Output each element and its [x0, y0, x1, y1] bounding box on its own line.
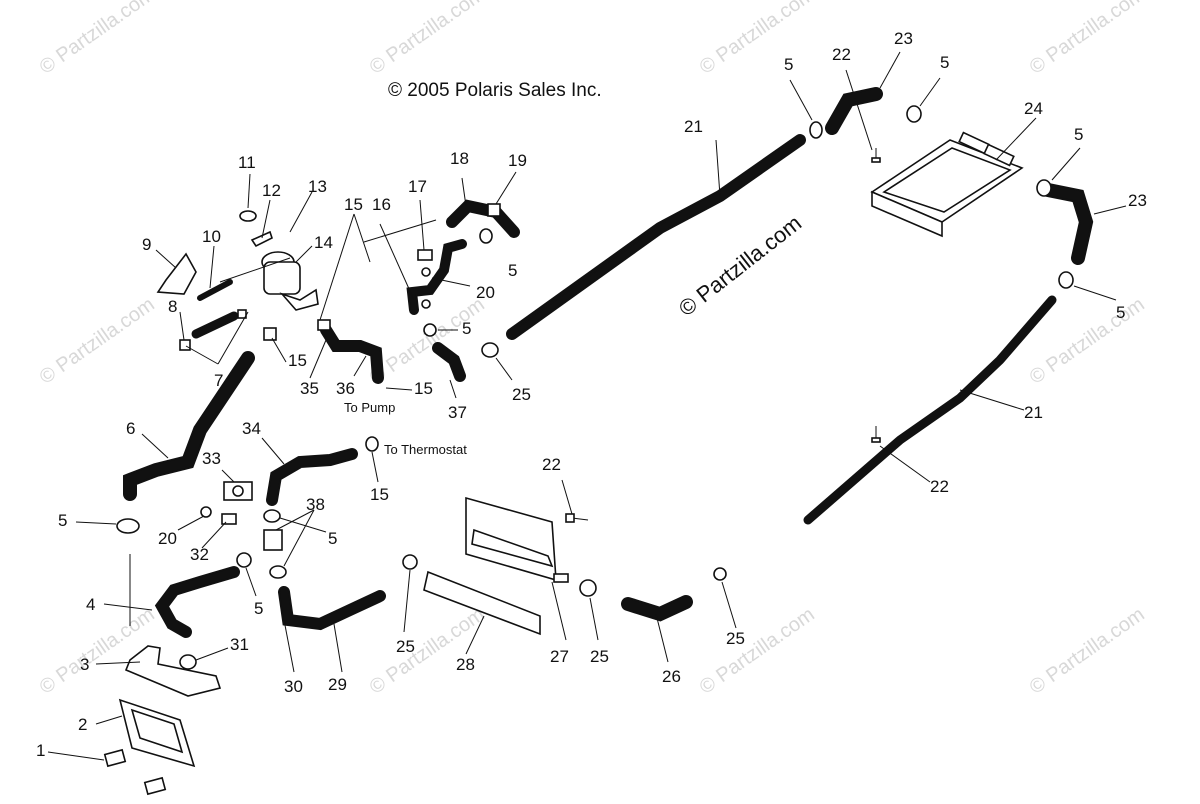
part-24-heat-exchanger[interactable]: [870, 131, 1024, 238]
callout-22[interactable]: 22: [832, 45, 851, 64]
callout-9[interactable]: 9: [142, 235, 152, 254]
callout-16[interactable]: 16: [372, 195, 391, 214]
callout-34[interactable]: 34: [242, 419, 261, 438]
callout-5[interactable]: 5: [58, 511, 68, 530]
callout-17[interactable]: 17: [408, 177, 427, 196]
part-26-hose[interactable]: [621, 595, 693, 622]
note-to-thermostat: To Thermostat: [384, 442, 467, 457]
callout-12[interactable]: 12: [262, 181, 281, 200]
callout-15[interactable]: 15: [344, 195, 363, 214]
callout-24[interactable]: 24: [1024, 99, 1043, 118]
part-18-hose[interactable]: [446, 199, 520, 238]
part-2-housing[interactable]: [118, 698, 196, 768]
callout-36[interactable]: 36: [336, 379, 355, 398]
callout-8[interactable]: 8: [168, 297, 178, 316]
callout-22c[interactable]: 22: [542, 455, 561, 474]
part-23-hose-upper[interactable]: [825, 87, 883, 135]
part-25-clamps[interactable]: [402, 342, 727, 597]
callout-25c[interactable]: 25: [726, 629, 745, 648]
part-6-pipe[interactable]: [123, 351, 255, 501]
callout-11[interactable]: 11: [238, 153, 256, 172]
callout-28[interactable]: 28: [456, 655, 475, 674]
callout-33[interactable]: 33: [202, 449, 221, 468]
part-33-bracket[interactable]: [223, 481, 253, 501]
callout-25b[interactable]: 25: [590, 647, 609, 666]
part-20-32-fittings[interactable]: [200, 299, 431, 525]
callout-29[interactable]: 29: [328, 675, 347, 694]
part-3-frame[interactable]: [124, 645, 222, 697]
callout-15d[interactable]: 15: [370, 485, 389, 504]
part-4-hose[interactable]: [154, 566, 240, 638]
part-21-lower-tube[interactable]: [803, 295, 1057, 525]
callout-5f[interactable]: 5: [1074, 125, 1084, 144]
callout-2[interactable]: 2: [78, 715, 88, 734]
part-27-bracket[interactable]: [465, 496, 569, 583]
callout-27[interactable]: 27: [550, 647, 569, 666]
callout-3[interactable]: 3: [80, 655, 90, 674]
callout-5d[interactable]: 5: [784, 55, 794, 74]
part-16-hose[interactable]: [406, 239, 467, 315]
callout-25[interactable]: 25: [512, 385, 531, 404]
callout-5e[interactable]: 5: [940, 53, 950, 72]
part-8-tube[interactable]: [179, 309, 247, 351]
copyright-text: © 2005 Polaris Sales Inc.: [388, 80, 602, 101]
callout-23b[interactable]: 23: [1128, 191, 1147, 210]
callout-10[interactable]: 10: [202, 227, 221, 246]
callout-5b[interactable]: 5: [508, 261, 518, 280]
callout-25d[interactable]: 25: [396, 637, 415, 656]
callout-14[interactable]: 14: [314, 233, 333, 252]
callout-26[interactable]: 26: [662, 667, 681, 686]
part-38-tee[interactable]: [263, 509, 287, 579]
part-10-rod[interactable]: [197, 279, 233, 301]
part-9-clip[interactable]: [156, 252, 197, 295]
part-31-cap[interactable]: [179, 654, 197, 670]
part-14-thermostat-housing[interactable]: [261, 251, 319, 311]
callout-19[interactable]: 19: [508, 151, 527, 170]
callout-22b[interactable]: 22: [930, 477, 949, 496]
callout-7[interactable]: 7: [214, 371, 224, 390]
callout-4[interactable]: 4: [86, 595, 96, 614]
callout-15c[interactable]: 15: [414, 379, 433, 398]
part-11-12-cap[interactable]: [239, 210, 273, 248]
callout-15b[interactable]: 15: [288, 351, 307, 370]
note-to-pump: To Pump: [344, 400, 396, 415]
part-37-elbow[interactable]: [432, 342, 466, 382]
callout-1[interactable]: 1: [36, 741, 46, 760]
leader-lines: [47, 51, 1127, 761]
callout-37[interactable]: 37: [448, 403, 467, 422]
callout-6[interactable]: 6: [126, 419, 136, 438]
part-34-hose[interactable]: [266, 436, 379, 506]
part-21-upper-tube[interactable]: [506, 134, 806, 340]
part-22-bolts[interactable]: [565, 148, 881, 523]
callout-32[interactable]: 32: [190, 545, 209, 564]
callout-21b[interactable]: 21: [1024, 403, 1043, 422]
part-17-clamp[interactable]: [417, 249, 433, 277]
callout-5g[interactable]: 5: [1116, 303, 1126, 322]
part-28-bar[interactable]: [423, 570, 541, 636]
callout-20[interactable]: 20: [476, 283, 495, 302]
callout-20b[interactable]: 20: [158, 529, 177, 548]
callout-13[interactable]: 13: [308, 177, 327, 196]
callout-35[interactable]: 35: [300, 379, 319, 398]
callout-21[interactable]: 21: [684, 117, 703, 136]
callout-31[interactable]: 31: [230, 635, 249, 654]
callout-23[interactable]: 23: [894, 29, 913, 48]
part-5-clamps[interactable]: [116, 105, 1074, 568]
callout-18[interactable]: 18: [450, 149, 469, 168]
callout-5c[interactable]: 5: [462, 319, 472, 338]
callout-5i[interactable]: 5: [328, 529, 338, 548]
part-36-hose[interactable]: [263, 319, 384, 384]
part-23-hose-right[interactable]: [1041, 183, 1094, 265]
part-29-hose[interactable]: [278, 586, 386, 631]
callout-30[interactable]: 30: [284, 677, 303, 696]
part-1-blocks[interactable]: [103, 748, 167, 796]
callout-5h[interactable]: 5: [254, 599, 264, 618]
callout-38[interactable]: 38: [306, 495, 325, 514]
